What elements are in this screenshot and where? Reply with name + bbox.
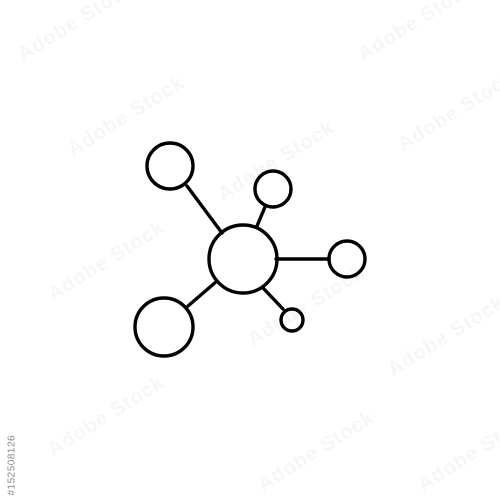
bond-line	[185, 184, 224, 235]
bond-line	[262, 287, 285, 311]
atom-bottom-left	[133, 296, 195, 358]
atom-top-left	[145, 141, 195, 191]
center-atom	[207, 223, 279, 295]
stock-id-label: #152508126	[6, 434, 18, 496]
bond-line	[255, 205, 267, 228]
atom-right	[327, 239, 367, 279]
atom-top-right	[253, 169, 293, 209]
bond-line	[186, 279, 219, 308]
atom-bottom-right	[279, 307, 305, 333]
